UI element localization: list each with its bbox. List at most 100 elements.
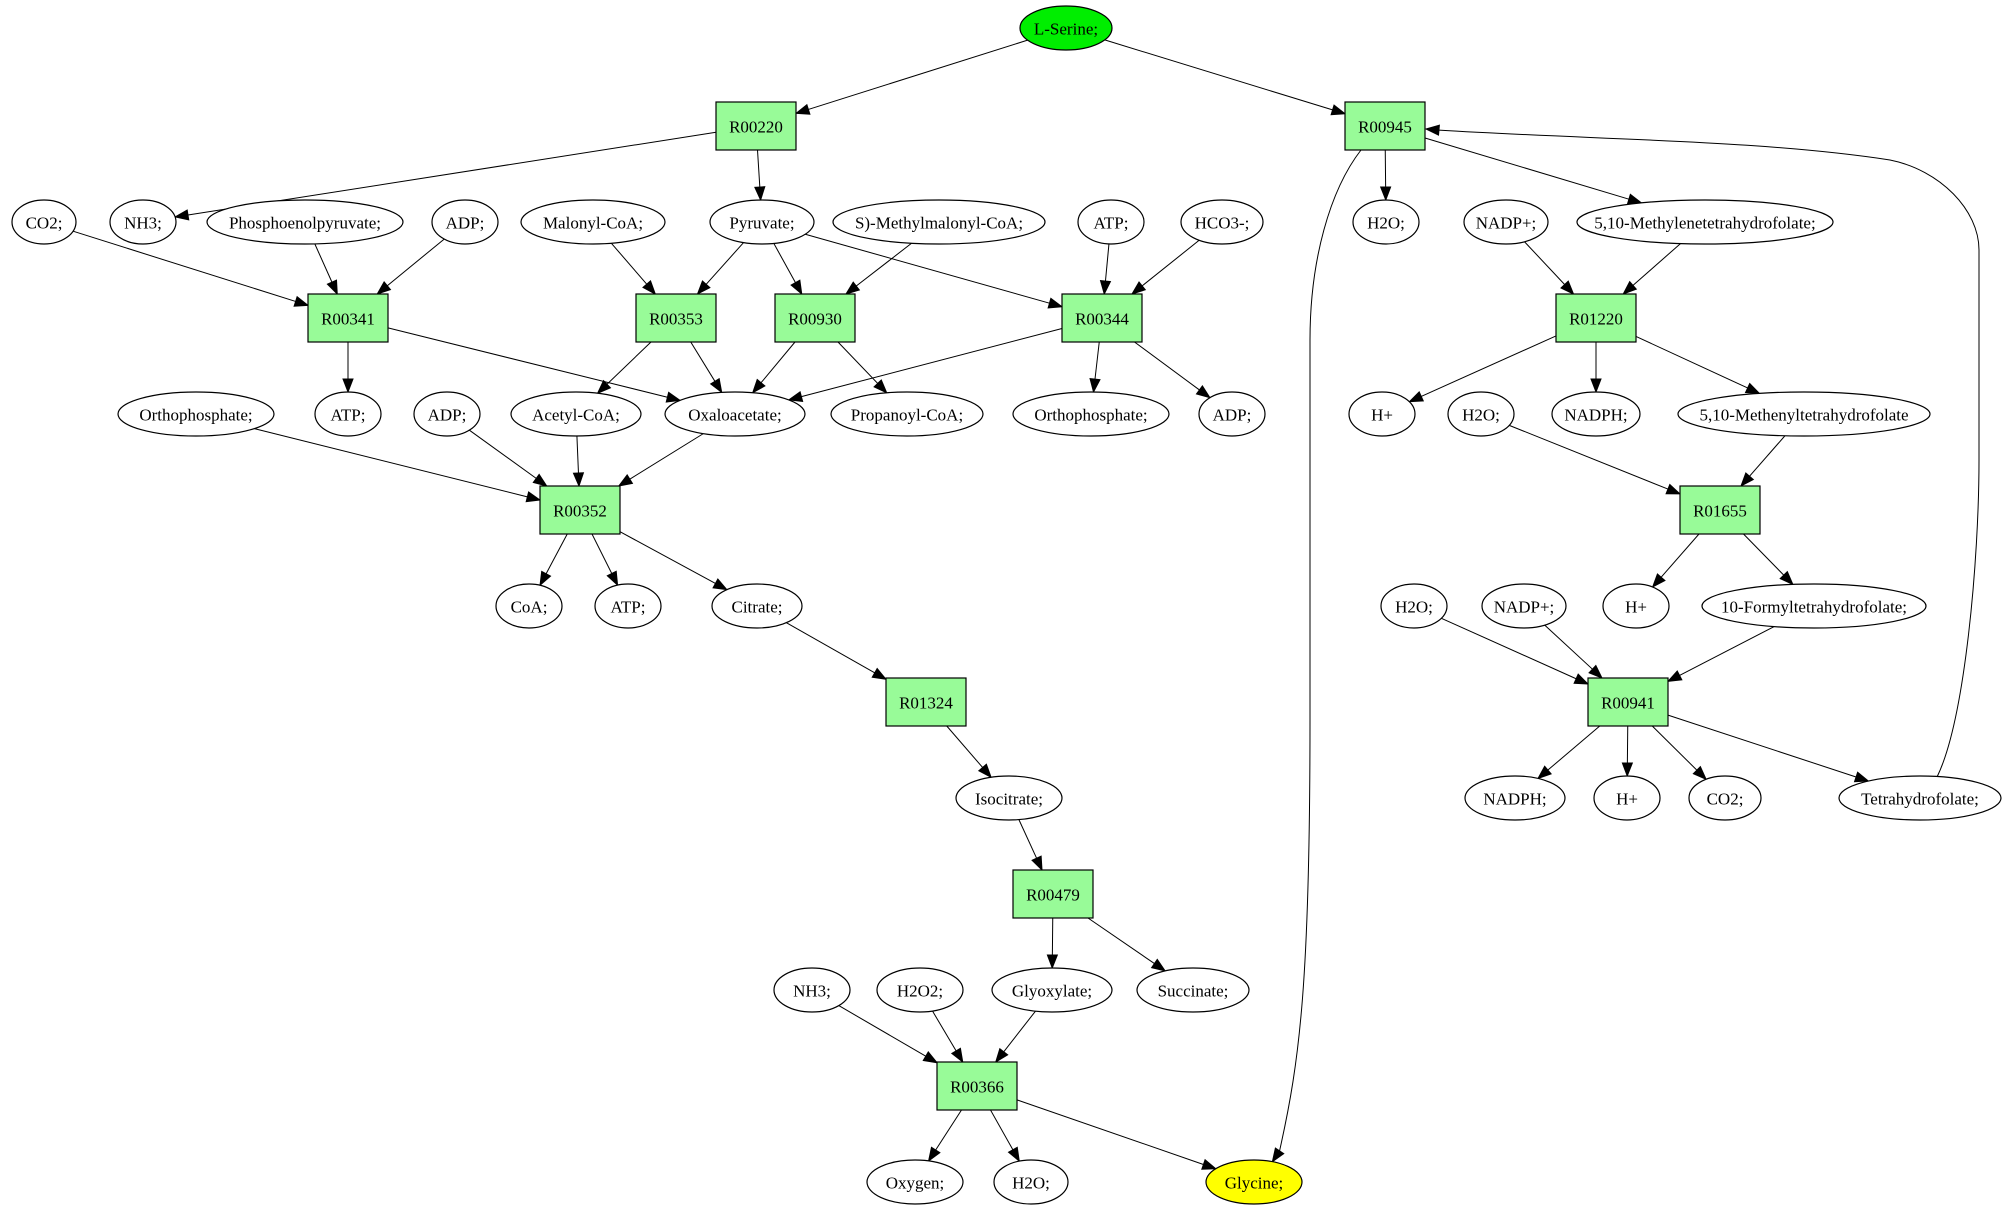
- compound-node[interactable]: NADPH;: [1464, 775, 1566, 821]
- edge-line: [545, 533, 568, 575]
- compound-node[interactable]: Orthophosphate;: [117, 391, 275, 437]
- compound-node[interactable]: H2O2;: [876, 967, 964, 1013]
- compound-ellipse: [1205, 1159, 1303, 1205]
- edge-line: [805, 233, 1050, 304]
- arrowhead-icon: [709, 377, 723, 394]
- reaction-node[interactable]: R00945: [1344, 101, 1426, 151]
- compound-node[interactable]: CO2;: [1688, 775, 1762, 821]
- compound-node[interactable]: Oxygen;: [866, 1159, 964, 1205]
- compound-node[interactable]: 5,10-Methenyltetrahydrofolate: [1677, 391, 1931, 437]
- edge-line: [1547, 725, 1601, 771]
- compound-node[interactable]: Propanoyl-CoA;: [830, 391, 984, 437]
- compound-node[interactable]: ADP;: [431, 199, 499, 245]
- compound-node[interactable]: H2O;: [993, 1159, 1069, 1205]
- compound-node[interactable]: HCO3-;: [1180, 199, 1264, 245]
- node-label: H2O;: [1395, 598, 1433, 617]
- compound-node[interactable]: NH3;: [773, 967, 851, 1013]
- reaction-node[interactable]: R01220: [1555, 293, 1637, 343]
- node-label: Pyruvate;: [729, 214, 794, 233]
- compound-node[interactable]: CoA;: [495, 583, 563, 629]
- compound-node[interactable]: Succinate;: [1136, 967, 1250, 1013]
- edge-glyoxylate-to-R00366: [994, 1010, 1036, 1064]
- edge-pyruvate-to-R00344: [805, 233, 1064, 309]
- reaction-node[interactable]: R00366: [936, 1061, 1018, 1111]
- edge-line: [1438, 129, 1980, 778]
- node-label: H+: [1625, 598, 1647, 617]
- compound-node[interactable]: Isocitrate;: [955, 775, 1063, 821]
- compound-node[interactable]: S)-Methylmalonyl-CoA;: [832, 199, 1046, 245]
- reaction-node[interactable]: R00341: [307, 293, 389, 343]
- source-compound-node[interactable]: L-Serine;: [1019, 5, 1113, 51]
- node-label: CO2;: [1707, 790, 1744, 809]
- compound-node[interactable]: Oxaloacetate;: [664, 391, 806, 437]
- compound-node[interactable]: Tetrahydrofolate;: [1838, 775, 2002, 821]
- compound-node[interactable]: H2O;: [1447, 391, 1515, 437]
- reaction-node[interactable]: R00220: [715, 101, 797, 151]
- arrowhead-icon: [871, 667, 888, 680]
- reaction-node[interactable]: R00479: [1012, 869, 1094, 919]
- compound-ellipse: [1701, 583, 1927, 629]
- edge-line: [1279, 149, 1362, 1151]
- edge-R01655-to-hplus_b: [1651, 533, 1700, 589]
- edge-line: [1094, 341, 1100, 380]
- compound-node[interactable]: ATP;: [594, 583, 662, 629]
- edge-line: [629, 433, 704, 480]
- edge-thf-to-R00945: [1424, 124, 1980, 778]
- compound-node[interactable]: Pyruvate;: [709, 199, 815, 245]
- compound-node[interactable]: 10-Formyltetrahydrofolate;: [1701, 583, 1927, 629]
- reaction-node[interactable]: R00352: [539, 485, 621, 535]
- edge-methenyl-to-R01655: [1740, 435, 1786, 488]
- compound-node[interactable]: ADP;: [1198, 391, 1266, 437]
- compound-node[interactable]: Citrate;: [711, 583, 803, 629]
- compound-node[interactable]: Orthophosphate;: [1012, 391, 1170, 437]
- arrowhead-icon: [1779, 570, 1794, 586]
- compound-node[interactable]: Malonyl-CoA;: [520, 199, 666, 245]
- compound-node[interactable]: H+: [1348, 391, 1416, 437]
- compound-node[interactable]: CO2;: [11, 199, 77, 245]
- edge-line: [1087, 917, 1155, 964]
- compound-node[interactable]: ATP;: [1077, 199, 1145, 245]
- compound-ellipse: [413, 391, 481, 437]
- compound-node[interactable]: 5,10-Methylenetetrahydrofolate;: [1576, 199, 1834, 245]
- node-label: Malonyl-CoA;: [543, 214, 643, 233]
- reaction-box: [936, 1061, 1018, 1111]
- compound-node[interactable]: Phosphoenolpyruvate;: [206, 199, 404, 245]
- arrowhead-icon: [844, 281, 861, 295]
- reaction-node[interactable]: R00930: [774, 293, 856, 343]
- compound-node[interactable]: NADP+;: [1481, 583, 1567, 629]
- compound-node[interactable]: NH3;: [109, 199, 177, 245]
- compound-node[interactable]: H+: [1602, 583, 1670, 629]
- edge-pyruvate-to-R00930: [773, 243, 803, 296]
- arrowhead-icon: [1665, 483, 1682, 495]
- compound-node[interactable]: ADP;: [413, 391, 481, 437]
- arrowhead-icon: [1740, 472, 1755, 488]
- compound-ellipse: [991, 967, 1113, 1013]
- edge-R00930-to-oxalo: [751, 341, 796, 394]
- compound-node[interactable]: Glyoxylate;: [991, 967, 1113, 1013]
- edge-line: [760, 341, 796, 384]
- reaction-node[interactable]: R00344: [1061, 293, 1143, 343]
- node-label: Acetyl-CoA;: [532, 406, 620, 425]
- node-label: R01220: [1569, 310, 1623, 329]
- compound-node[interactable]: ATP;: [314, 391, 382, 437]
- compound-node[interactable]: NADPH;: [1551, 391, 1641, 437]
- arrowhead-icon: [922, 1050, 939, 1064]
- reaction-node[interactable]: R00353: [635, 293, 717, 343]
- edge-R00479-to-succinate: [1087, 917, 1167, 972]
- reaction-node[interactable]: R01324: [885, 677, 967, 727]
- compound-node[interactable]: H2O;: [1380, 583, 1448, 629]
- compound-node[interactable]: H+: [1593, 775, 1661, 821]
- arrowhead-icon: [326, 279, 338, 296]
- compound-node[interactable]: H2O;: [1352, 199, 1420, 245]
- arrowhead-icon: [1560, 280, 1575, 296]
- arrowhead-icon: [1330, 104, 1347, 116]
- compound-node[interactable]: NADP+;: [1463, 199, 1549, 245]
- target-compound-node[interactable]: Glycine;: [1205, 1159, 1303, 1205]
- compound-ellipse: [594, 583, 662, 629]
- node-label: Glyoxylate;: [1012, 982, 1092, 1001]
- compound-node[interactable]: Acetyl-CoA;: [510, 391, 642, 437]
- node-label: NADPH;: [1483, 790, 1546, 809]
- reaction-node[interactable]: R01655: [1679, 485, 1761, 535]
- reaction-node[interactable]: R00941: [1587, 677, 1669, 727]
- edge-R01220-to-hplus_a: [1408, 335, 1557, 403]
